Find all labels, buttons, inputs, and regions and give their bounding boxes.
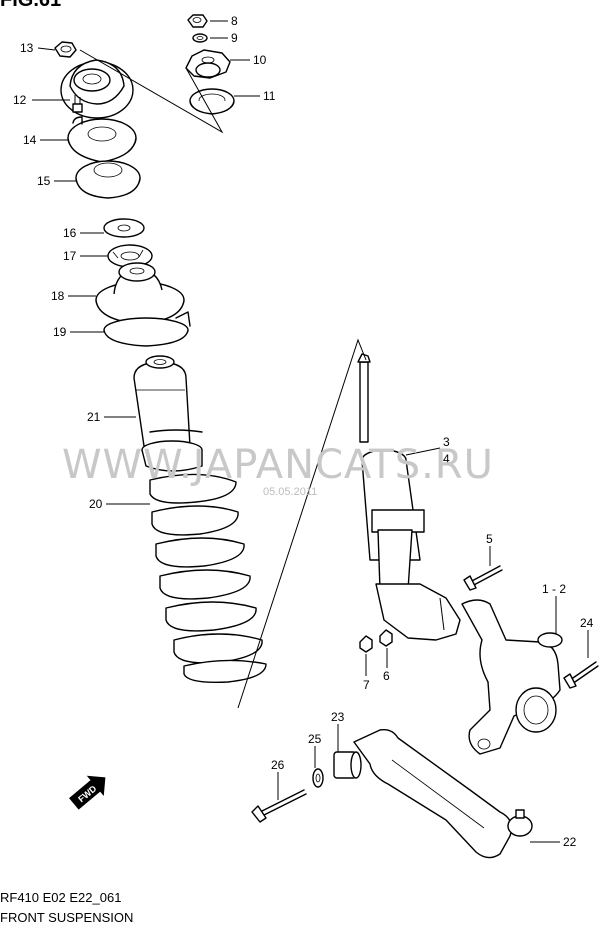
label-part-14: 14 bbox=[23, 133, 37, 147]
part-11-bump-ring bbox=[189, 88, 235, 115]
label-part-1-2: 1 - 2 bbox=[542, 582, 566, 596]
part-1-2-steering-knuckle bbox=[461, 599, 563, 755]
label-part-17: 17 bbox=[63, 249, 77, 263]
part-7-nut bbox=[359, 635, 373, 653]
part-5-bolt bbox=[463, 565, 503, 591]
part-15-spring-seat-upper bbox=[75, 160, 141, 199]
part-10-upper-mount bbox=[185, 49, 231, 79]
label-part-7: 7 bbox=[363, 678, 370, 692]
label-part-3: 3 bbox=[443, 435, 450, 449]
part-18-spring-seat bbox=[95, 262, 185, 325]
part-3-strut-assembly bbox=[357, 353, 461, 641]
label-part-6: 6 bbox=[383, 669, 390, 683]
label-part-12: 12 bbox=[13, 93, 27, 107]
label-part-25: 25 bbox=[308, 732, 322, 746]
label-part-24: 24 bbox=[580, 616, 594, 630]
part-24-bolt bbox=[563, 661, 599, 689]
label-part-22: 22 bbox=[563, 835, 577, 849]
model-code-caption: RF410 E02 E22_061 bbox=[0, 890, 121, 905]
label-part-11: 11 bbox=[263, 89, 276, 103]
label-part-26: 26 bbox=[271, 758, 285, 772]
label-part-10: 10 bbox=[253, 53, 267, 67]
watermark-date: 05.05.2011 bbox=[263, 486, 317, 498]
label-part-13: 13 bbox=[20, 41, 34, 55]
part-22-lower-control-arm bbox=[353, 728, 533, 859]
label-part-18: 18 bbox=[51, 289, 65, 303]
label-part-5: 5 bbox=[486, 532, 493, 546]
label-part-15: 15 bbox=[37, 174, 51, 188]
part-23-bushing bbox=[333, 751, 362, 779]
label-part-21: 21 bbox=[87, 410, 101, 424]
section-title-caption: FRONT SUSPENSION bbox=[0, 910, 133, 925]
label-part-8: 8 bbox=[231, 14, 238, 28]
leader-lines bbox=[32, 20, 589, 843]
forward-direction-badge: FWD bbox=[69, 775, 106, 810]
part-6-nut bbox=[379, 629, 393, 647]
part-9-washer bbox=[192, 33, 208, 43]
label-part-20: 20 bbox=[89, 497, 103, 511]
part-16-washer bbox=[103, 218, 145, 238]
part-19-spring-insulator bbox=[103, 311, 191, 347]
part-21-dust-boot bbox=[133, 355, 203, 472]
part-14-bearing bbox=[67, 116, 137, 163]
part-20-coil-spring bbox=[149, 473, 267, 684]
label-part-4: 4 bbox=[443, 452, 450, 466]
part-26-bolt bbox=[251, 789, 307, 823]
label-part-19: 19 bbox=[53, 325, 67, 339]
part-12-strut-mount bbox=[60, 59, 134, 119]
label-part-9: 9 bbox=[231, 31, 238, 45]
part-25-washer bbox=[312, 768, 324, 788]
coil-spring-turns bbox=[149, 473, 267, 684]
watermark-text: WWW.JAPANCATS.RU bbox=[62, 442, 494, 488]
part-13-nut bbox=[54, 41, 77, 58]
label-part-23: 23 bbox=[331, 710, 345, 724]
figure-title: FIG.61 bbox=[0, 0, 61, 11]
label-part-16: 16 bbox=[63, 226, 77, 240]
part-8-nut bbox=[187, 14, 208, 28]
part-number-labels: 13 12 14 15 8 9 10 11 16 17 18 19 21 20 … bbox=[13, 14, 594, 849]
